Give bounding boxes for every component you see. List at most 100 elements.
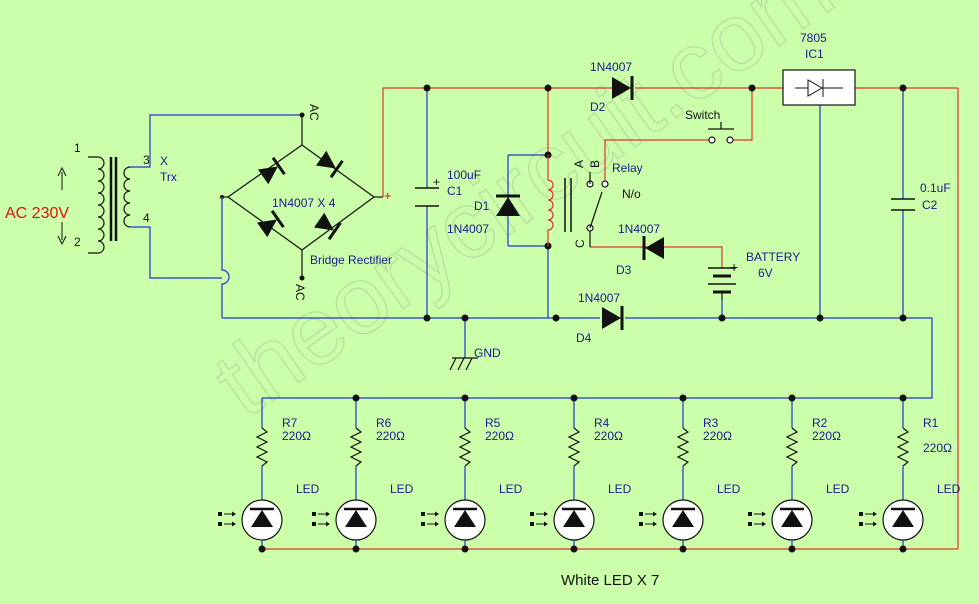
relay-pin-c: C <box>573 239 587 248</box>
transformer-pin4: 4 <box>143 211 150 225</box>
bridge-label: Bridge Rectifier <box>310 253 392 267</box>
diode-d4 <box>602 306 622 330</box>
resistor-r3 <box>678 428 688 466</box>
junction-dot <box>353 546 360 553</box>
c1-ref: C1 <box>447 184 463 198</box>
d3-part: 1N4007 <box>618 222 660 236</box>
d2-ref: D2 <box>590 100 606 114</box>
junction-dot <box>571 395 578 402</box>
wire <box>130 115 302 167</box>
resistor-r4 <box>569 428 579 466</box>
bridge-ac-bottom: AC <box>293 284 307 301</box>
junction-dot <box>900 395 907 402</box>
led-label: LED <box>717 482 741 496</box>
resistor-value: 220Ω <box>282 429 311 443</box>
light-arrow-icon <box>639 512 643 516</box>
transformer <box>88 157 130 253</box>
regulator-ic1 <box>783 70 855 105</box>
resistor-r5 <box>460 428 470 466</box>
resistor-value: 220Ω <box>485 429 514 443</box>
junction-dot <box>680 395 687 402</box>
led-label: LED <box>296 482 320 496</box>
resistor-ref: R4 <box>594 416 610 430</box>
light-arrow-icon <box>312 522 316 526</box>
relay-pin-b: B <box>588 160 602 168</box>
led-label: LED <box>499 482 523 496</box>
capacitor-c2 <box>891 199 915 210</box>
light-arrow-icon <box>435 522 439 527</box>
resistor-ref: R2 <box>812 416 828 430</box>
resistor-value: 220Ω <box>812 429 841 443</box>
light-arrow-icon <box>748 522 752 526</box>
light-arrow-icon <box>653 522 657 527</box>
switch-label: Switch <box>685 108 720 122</box>
junction-dot <box>300 113 305 118</box>
light-arrow-icon <box>326 512 330 517</box>
resistor-value: 220Ω <box>594 429 623 443</box>
ic1-ref: IC1 <box>805 47 824 61</box>
light-arrow-icon <box>218 522 222 526</box>
diode-d3 <box>644 236 664 260</box>
transformer-ref: X <box>160 154 168 168</box>
junction-dot <box>789 395 796 402</box>
battery-label: BATTERY <box>746 250 800 264</box>
junction-dot <box>300 276 305 281</box>
bridge-diode <box>257 158 284 185</box>
resistor-ref: R6 <box>376 416 392 430</box>
c1-plus: + <box>433 175 440 189</box>
bridge-diode <box>315 150 342 177</box>
bridge-minus: - <box>219 189 223 204</box>
light-arrow-icon <box>326 522 330 527</box>
resistor-ref: R3 <box>703 416 719 430</box>
junction-dot <box>680 546 687 553</box>
d2-part: 1N4007 <box>590 60 632 74</box>
light-arrow-icon <box>544 522 548 527</box>
secondary-winding <box>124 167 130 227</box>
ground-label: GND <box>474 346 501 360</box>
junction-dot <box>571 546 578 553</box>
ac-input-label: AC 230V <box>5 205 69 222</box>
switch <box>708 122 734 143</box>
light-arrow-icon <box>873 522 877 527</box>
led-label: LED <box>937 482 961 496</box>
d1-part: 1N4007 <box>447 222 489 236</box>
resistor-r1 <box>898 428 908 466</box>
light-arrow-icon <box>218 512 222 516</box>
junction-dot <box>462 546 469 553</box>
wire <box>130 227 222 278</box>
d1-ref: D1 <box>474 199 490 213</box>
resistor-r2 <box>787 428 797 466</box>
light-arrow-icon <box>421 522 425 526</box>
resistor-value: 220Ω <box>923 441 952 455</box>
light-arrow-icon <box>639 522 643 526</box>
bridge-plus: + <box>384 188 392 203</box>
resistor-value: 220Ω <box>703 429 732 443</box>
led-label: LED <box>608 482 632 496</box>
relay-pin-a: A <box>572 160 586 168</box>
led-label: LED <box>826 482 850 496</box>
light-arrow-icon <box>530 522 534 526</box>
bridge-diode <box>313 212 340 239</box>
battery-voltage: 6V <box>758 266 773 280</box>
wire <box>222 197 229 318</box>
junction-dot <box>900 546 907 553</box>
light-arrow-icon <box>859 522 863 526</box>
relay-label: Relay <box>612 161 643 175</box>
resistor-value: 220Ω <box>376 429 405 443</box>
relay-no: N/o <box>622 187 641 201</box>
transformer-pin1: 1 <box>74 141 81 155</box>
junction-dot <box>259 546 266 553</box>
d3-ref: D3 <box>616 263 632 277</box>
light-arrow-icon <box>762 522 766 527</box>
c1-value: 100uF <box>447 168 481 182</box>
resistor-r6 <box>351 428 361 466</box>
transformer-pin2: 2 <box>74 235 81 249</box>
light-arrow-icon <box>859 512 863 516</box>
resistor-ref: R5 <box>485 416 501 430</box>
